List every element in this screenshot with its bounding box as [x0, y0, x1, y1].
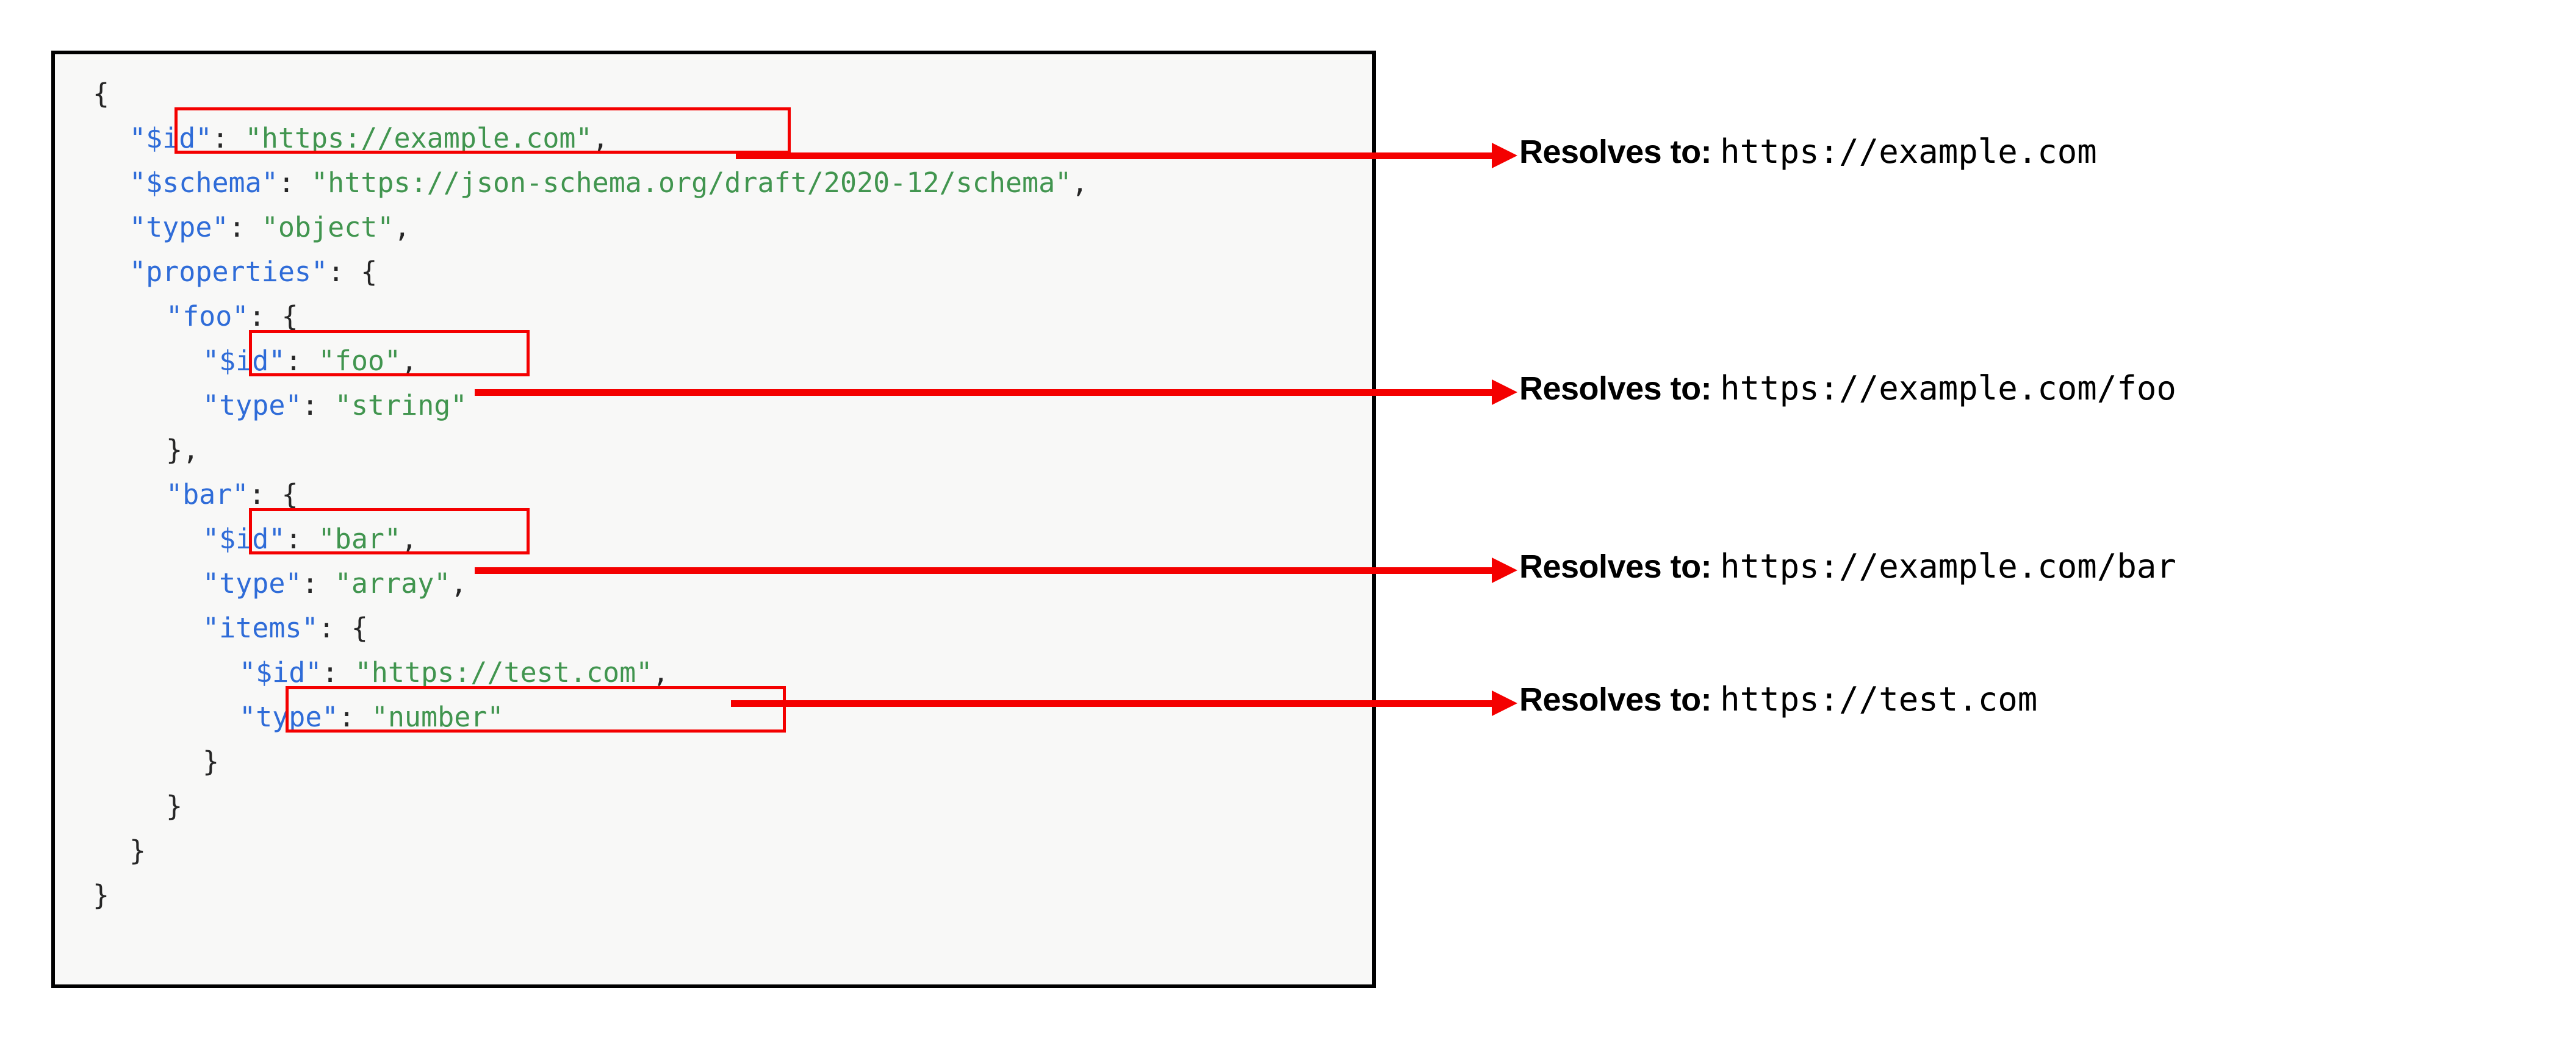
resolves-to-label: Resolves to: — [1519, 681, 1712, 718]
code-line: } — [129, 828, 146, 873]
code-line: "foo": { — [166, 294, 298, 339]
resolves-to-label: Resolves to: — [1519, 370, 1712, 407]
code-token-punctuation: : — [338, 701, 372, 733]
code-line: "bar": { — [166, 472, 298, 517]
code-token-punctuation: } — [93, 879, 110, 911]
arrow-head-icon — [1492, 143, 1517, 168]
code-token-key: "type" — [203, 389, 302, 421]
code-token-key: "$id" — [239, 656, 322, 689]
code-token-string: "https://example.com" — [245, 122, 592, 154]
code-line: "type": "object", — [129, 205, 411, 249]
resolution-items: Resolves to:https://test.com — [1519, 680, 2038, 719]
code-token-punctuation: , — [592, 122, 609, 154]
code-token-punctuation: , — [450, 567, 467, 600]
code-token-punctuation: , — [401, 523, 418, 555]
code-token-key: "$schema" — [129, 167, 278, 199]
code-line: } — [166, 784, 182, 828]
resolves-to-label: Resolves to: — [1519, 548, 1712, 585]
resolved-uri-value: https://example.com/bar — [1720, 547, 2176, 586]
code-token-punctuation: : — [278, 167, 312, 199]
json-code-listing[interactable]: {"$id": "https://example.com","$schema":… — [55, 54, 1372, 984]
code-token-string: "string" — [334, 389, 467, 421]
arrow-head-icon — [1492, 557, 1517, 583]
code-line: "type": "number" — [239, 695, 504, 739]
code-line: "$id": "foo", — [203, 339, 417, 383]
code-token-key: "foo" — [166, 300, 249, 332]
code-token-key: "type" — [239, 701, 339, 733]
resolution-foo: Resolves to:https://example.com/foo — [1519, 369, 2176, 407]
arrow-head-icon — [1492, 690, 1517, 716]
code-token-punctuation: : — [322, 656, 355, 689]
resolves-to-label: Resolves to: — [1519, 134, 1712, 170]
arrow-head-icon — [1492, 379, 1517, 405]
code-token-punctuation: : — [285, 345, 318, 377]
code-token-key: "$id" — [203, 523, 286, 555]
code-line: "$id": "https://test.com", — [239, 650, 669, 695]
code-token-key: "properties" — [129, 256, 328, 288]
code-token-string: "https://json-schema.org/draft/2020-12/s… — [311, 167, 1072, 199]
code-token-punctuation: : { — [248, 478, 298, 511]
resolution-root: Resolves to:https://example.com — [1519, 132, 2097, 171]
code-line: "$id": "bar", — [203, 517, 417, 561]
code-token-punctuation: : — [212, 122, 245, 154]
code-token-string: "foo" — [318, 345, 401, 377]
code-token-punctuation: } — [129, 834, 146, 867]
code-token-punctuation: , — [1071, 167, 1088, 199]
code-token-key: "$id" — [129, 122, 212, 154]
code-line: "$id": "https://example.com", — [129, 116, 609, 160]
resolution-bar: Resolves to:https://example.com/bar — [1519, 547, 2176, 586]
code-token-punctuation: : { — [328, 256, 378, 288]
code-token-key: "type" — [203, 567, 302, 600]
json-code-panel: {"$id": "https://example.com","$schema":… — [51, 51, 1376, 988]
code-token-key: "items" — [203, 612, 318, 644]
code-token-punctuation: : { — [248, 300, 298, 332]
code-token-punctuation: : { — [318, 612, 368, 644]
code-token-punctuation: { — [93, 77, 110, 110]
code-line: } — [93, 873, 109, 917]
code-token-punctuation: } — [166, 790, 183, 822]
code-token-punctuation: , — [401, 345, 418, 377]
code-token-key: "type" — [129, 211, 229, 243]
resolved-uri-value: https://example.com/foo — [1720, 369, 2176, 407]
code-token-punctuation: , — [394, 211, 411, 243]
code-token-punctuation: : — [285, 523, 318, 555]
code-token-punctuation: : — [228, 211, 262, 243]
code-line: "type": "string" — [203, 383, 467, 428]
code-token-string: "array" — [334, 567, 451, 600]
code-token-string: "bar" — [318, 523, 401, 555]
code-token-punctuation: } — [203, 745, 220, 778]
code-token-punctuation: }, — [166, 434, 200, 466]
code-token-string: "https://test.com" — [354, 656, 653, 689]
code-token-key: "$id" — [203, 345, 286, 377]
code-line: }, — [166, 428, 199, 472]
code-token-punctuation: , — [652, 656, 669, 689]
code-line: "$schema": "https://json-schema.org/draf… — [129, 160, 1088, 205]
code-line: { — [93, 71, 109, 116]
code-line: "items": { — [203, 606, 368, 650]
resolved-uri-value: https://example.com — [1720, 132, 2097, 171]
code-token-key: "bar" — [166, 478, 249, 511]
code-line: "type": "array", — [203, 561, 467, 606]
code-token-string: "object" — [261, 211, 394, 243]
code-token-punctuation: : — [301, 567, 335, 600]
resolved-uri-value: https://test.com — [1720, 680, 2038, 719]
code-line: "properties": { — [129, 249, 377, 294]
code-line: } — [203, 739, 219, 784]
code-token-punctuation: : — [301, 389, 335, 421]
code-token-string: "number" — [371, 701, 504, 733]
